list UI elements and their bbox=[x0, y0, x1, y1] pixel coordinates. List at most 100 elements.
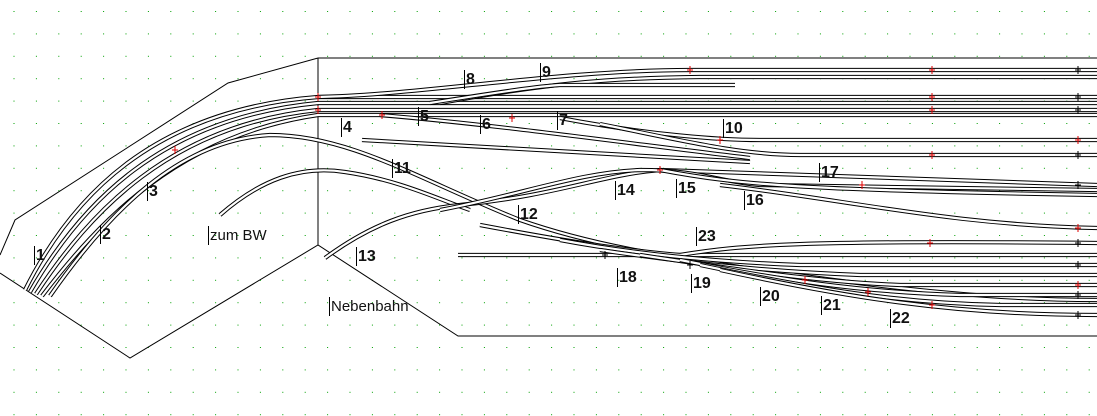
grid-dot bbox=[685, 55, 687, 57]
grid-dot bbox=[394, 167, 396, 169]
grid-dot bbox=[551, 391, 553, 393]
grid-dot bbox=[573, 347, 575, 348]
grid-dot bbox=[461, 78, 463, 80]
track bbox=[719, 268, 1097, 317]
grid-dot bbox=[842, 55, 844, 57]
grid-dot bbox=[775, 145, 777, 147]
grid-dot bbox=[528, 11, 530, 12]
grid-dot bbox=[797, 235, 799, 236]
grid-dot bbox=[752, 347, 754, 348]
grid-dot bbox=[595, 279, 597, 281]
grid-dot bbox=[461, 391, 463, 393]
grid-dot bbox=[999, 302, 1001, 304]
grid-dot bbox=[887, 167, 889, 169]
grid-dot bbox=[1043, 302, 1045, 304]
grid-dot bbox=[304, 302, 306, 304]
grid-dot bbox=[819, 391, 821, 393]
grid-dot bbox=[887, 123, 889, 124]
grid-dot bbox=[215, 324, 217, 326]
grid-dot bbox=[1088, 302, 1090, 304]
grid-dot bbox=[237, 11, 239, 12]
grid-dot bbox=[259, 279, 261, 281]
track bbox=[429, 82, 735, 106]
grid-dot bbox=[1021, 391, 1023, 393]
grid-dot bbox=[58, 212, 60, 214]
grid-dot bbox=[192, 11, 194, 12]
grid-dot bbox=[640, 123, 642, 124]
grid-dot bbox=[461, 279, 463, 281]
grid-dot bbox=[506, 391, 508, 393]
grid-dot bbox=[976, 167, 978, 169]
grid-dot bbox=[1066, 324, 1068, 326]
grid-dot bbox=[707, 391, 709, 393]
grid-dot bbox=[1088, 391, 1090, 393]
grid-dot bbox=[170, 123, 172, 124]
grid-dot bbox=[1066, 302, 1068, 304]
grid-dot bbox=[663, 414, 665, 416]
grid-dot bbox=[327, 324, 329, 326]
grid-dot bbox=[461, 55, 463, 57]
grid-dot bbox=[752, 257, 754, 259]
grid-dot bbox=[954, 391, 956, 393]
grid-dot bbox=[618, 414, 620, 416]
grid-dot bbox=[819, 324, 821, 326]
grid-dot bbox=[864, 324, 866, 326]
grid-dot bbox=[685, 11, 687, 12]
grid-dot bbox=[931, 11, 933, 12]
grid-dot bbox=[819, 414, 821, 416]
grid-dot bbox=[416, 55, 418, 57]
grid-dot bbox=[349, 78, 351, 80]
grid-dot bbox=[506, 257, 508, 259]
grid-dot bbox=[215, 235, 217, 236]
grid-dot bbox=[954, 145, 956, 147]
grid-dot bbox=[551, 11, 553, 12]
grid-dot bbox=[640, 190, 642, 192]
grid-dot bbox=[1043, 123, 1045, 124]
grid-dot bbox=[394, 369, 396, 371]
grid-dot bbox=[394, 257, 396, 259]
grid-dot bbox=[842, 212, 844, 214]
grid-dot bbox=[999, 235, 1001, 236]
grid-dot bbox=[931, 257, 933, 259]
grid-dot bbox=[103, 78, 105, 80]
track-markers bbox=[172, 66, 1081, 319]
grid-dot bbox=[259, 391, 261, 393]
grid-dot bbox=[35, 100, 37, 102]
grid-dot bbox=[237, 369, 239, 371]
grid-dot bbox=[237, 100, 239, 102]
grid-dot bbox=[573, 212, 575, 214]
grid-dot bbox=[797, 302, 799, 304]
grid-dot bbox=[259, 11, 261, 12]
grid-dot bbox=[58, 33, 60, 35]
turnout-label-19: 19 bbox=[691, 274, 711, 293]
grid-dot bbox=[483, 235, 485, 236]
grid-dot bbox=[80, 123, 82, 124]
grid-dot bbox=[954, 369, 956, 371]
grid-dot bbox=[237, 279, 239, 281]
grid-dot bbox=[999, 324, 1001, 326]
grid-dot bbox=[931, 235, 933, 236]
grid-dot bbox=[573, 190, 575, 192]
grid-dot bbox=[304, 11, 306, 12]
grid-dot bbox=[999, 167, 1001, 169]
grid-dot bbox=[80, 302, 82, 304]
turnout-label-23: 23 bbox=[696, 227, 716, 246]
grid-dot bbox=[573, 302, 575, 304]
grid-dot bbox=[797, 190, 799, 192]
grid-dot bbox=[506, 78, 508, 80]
grid-dot bbox=[349, 257, 351, 259]
grid-dot bbox=[80, 369, 82, 371]
grid-dot bbox=[259, 369, 261, 371]
grid-dot bbox=[663, 190, 665, 192]
grid-dot bbox=[192, 302, 194, 304]
grid-dot bbox=[147, 414, 149, 416]
grid-dot bbox=[1088, 55, 1090, 57]
grid-dot bbox=[13, 123, 15, 124]
grid-dot bbox=[707, 302, 709, 304]
grid-dot bbox=[864, 212, 866, 214]
grid-dot bbox=[192, 279, 194, 281]
grid-dot bbox=[13, 279, 15, 281]
track bbox=[559, 116, 1097, 142]
grid-dot bbox=[663, 302, 665, 304]
